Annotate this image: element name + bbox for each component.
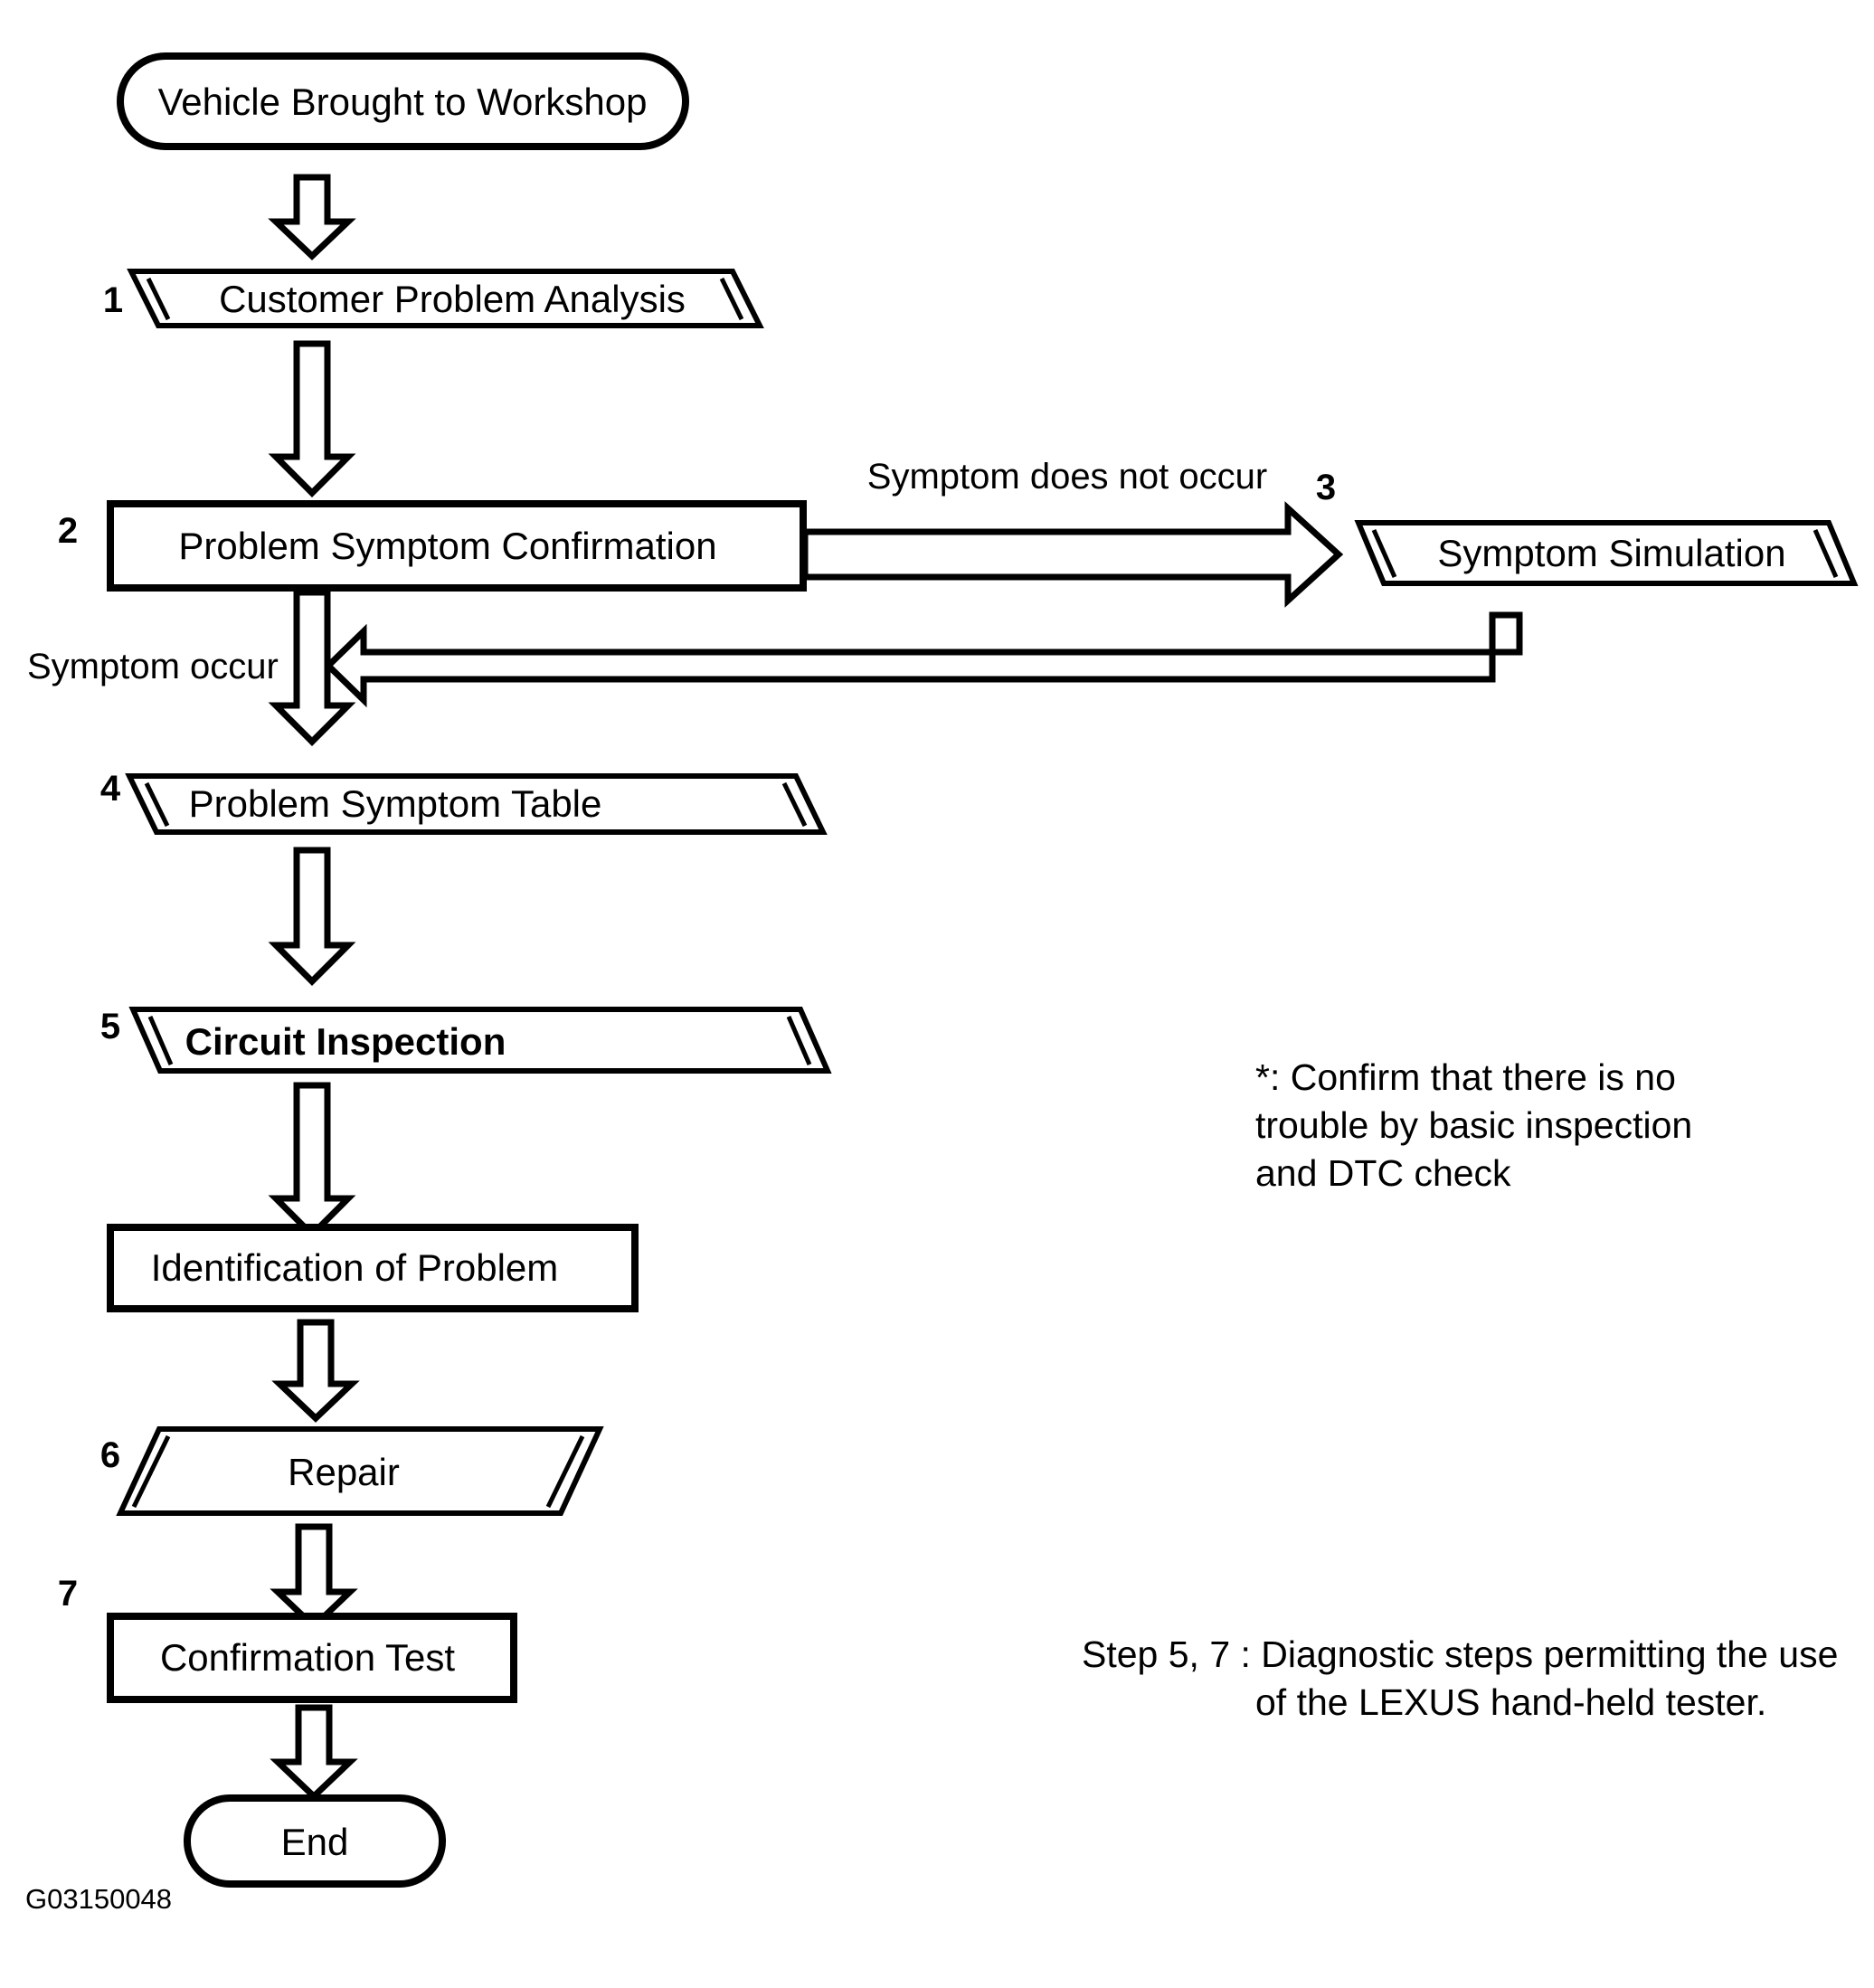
note-step-57: Step 5, 7 : Diagnostic steps permitting … xyxy=(1082,1633,1838,1723)
arrow-return-loop xyxy=(323,611,1523,708)
step3-inner-right-rule xyxy=(1812,528,1839,579)
step3-number: 3 xyxy=(1316,468,1336,507)
step5-parallelogram-shape xyxy=(128,1007,832,1074)
note-asterisk-line-1: *: Confirm that there is no xyxy=(1255,1056,1676,1098)
start-stadium-shape xyxy=(117,52,689,150)
note-asterisk-line-3: and DTC check xyxy=(1255,1152,1511,1194)
step4-label: Problem Symptom Table xyxy=(189,782,602,825)
step3-inner-left-rule xyxy=(1371,528,1397,579)
step4-number: 4 xyxy=(100,769,121,809)
arrow-identification-to-step6 xyxy=(271,1319,360,1423)
step3-label: Symptom Simulation xyxy=(1437,532,1785,574)
identification-label: Identification of Problem xyxy=(151,1246,559,1289)
step1-inner-left-rule xyxy=(146,277,171,321)
node-step1[interactable]: 1 Customer Problem Analysis xyxy=(103,269,764,328)
arrow-step1-to-step2 xyxy=(268,340,356,497)
end-stadium-shape xyxy=(184,1794,446,1888)
node-step7[interactable]: 7 Confirmation Test xyxy=(58,1574,517,1703)
step5-inner-left-rule xyxy=(147,1016,174,1065)
step5-label: Circuit Inspection xyxy=(185,1020,506,1063)
node-step3[interactable]: 3 Symptom Simulation xyxy=(1316,468,1859,586)
end-label: End xyxy=(281,1821,349,1863)
identification-rect-shape xyxy=(107,1224,639,1312)
step1-number: 1 xyxy=(103,280,123,320)
step4-inner-left-rule xyxy=(144,781,170,828)
step4-inner-right-rule xyxy=(781,781,808,828)
step6-number: 6 xyxy=(100,1435,120,1475)
arrow-step2-to-step4 xyxy=(268,589,356,746)
note-step-57-line-2: of the LEXUS hand-held tester. xyxy=(1255,1681,1766,1723)
arrow-step4-to-step5 xyxy=(268,847,356,986)
node-step4[interactable]: 4 Problem Symptom Table xyxy=(100,769,828,835)
node-step5[interactable]: 5 Circuit Inspection xyxy=(100,1007,832,1074)
edge-label-symptom-occur: Symptom occur xyxy=(27,647,279,686)
node-step2[interactable]: 2 Problem Symptom Confirmation xyxy=(58,500,807,592)
step6-parallelogram-shape xyxy=(116,1426,604,1516)
start-label: Vehicle Brought to Workshop xyxy=(158,80,648,123)
step7-number: 7 xyxy=(58,1574,78,1614)
step2-label: Problem Symptom Confirmation xyxy=(178,525,716,567)
step1-parallelogram-shape xyxy=(127,269,764,328)
note-step-57-line-1: Step 5, 7 : Diagnostic steps permitting … xyxy=(1082,1633,1838,1675)
node-identification[interactable]: Identification of Problem xyxy=(107,1224,639,1312)
figure-code-label: G03150048 xyxy=(25,1883,172,1915)
step1-inner-right-rule xyxy=(719,277,744,321)
node-start[interactable]: Vehicle Brought to Workshop xyxy=(117,52,689,150)
arrow-step7-to-end xyxy=(270,1704,358,1801)
edge-label-symptom-not-occur: Symptom does not occur xyxy=(867,457,1267,497)
note-asterisk: *: Confirm that there is no trouble by b… xyxy=(1255,1056,1692,1194)
step2-number: 2 xyxy=(58,511,78,551)
arrow-symptom-not-occur xyxy=(801,501,1344,608)
step6-inner-left-rule xyxy=(131,1434,171,1509)
node-end[interactable]: End xyxy=(184,1794,446,1888)
arrow-start-to-step1 xyxy=(268,174,356,260)
step3-parallelogram-shape xyxy=(1354,520,1859,586)
step4-parallelogram-shape xyxy=(125,773,828,835)
step7-rect-shape xyxy=(107,1613,517,1703)
step6-inner-right-rule xyxy=(545,1434,585,1509)
arrow-step5-to-identification xyxy=(268,1082,356,1239)
arrow-step6-to-step7 xyxy=(270,1523,358,1631)
note-asterisk-line-2: trouble by basic inspection xyxy=(1255,1104,1692,1146)
step5-number: 5 xyxy=(100,1007,120,1046)
step5-inner-right-rule xyxy=(786,1016,812,1065)
step7-label: Confirmation Test xyxy=(160,1636,455,1679)
step1-label: Customer Problem Analysis xyxy=(219,278,686,320)
node-step6[interactable]: 6 Repair xyxy=(100,1426,604,1516)
step6-label: Repair xyxy=(288,1451,400,1493)
